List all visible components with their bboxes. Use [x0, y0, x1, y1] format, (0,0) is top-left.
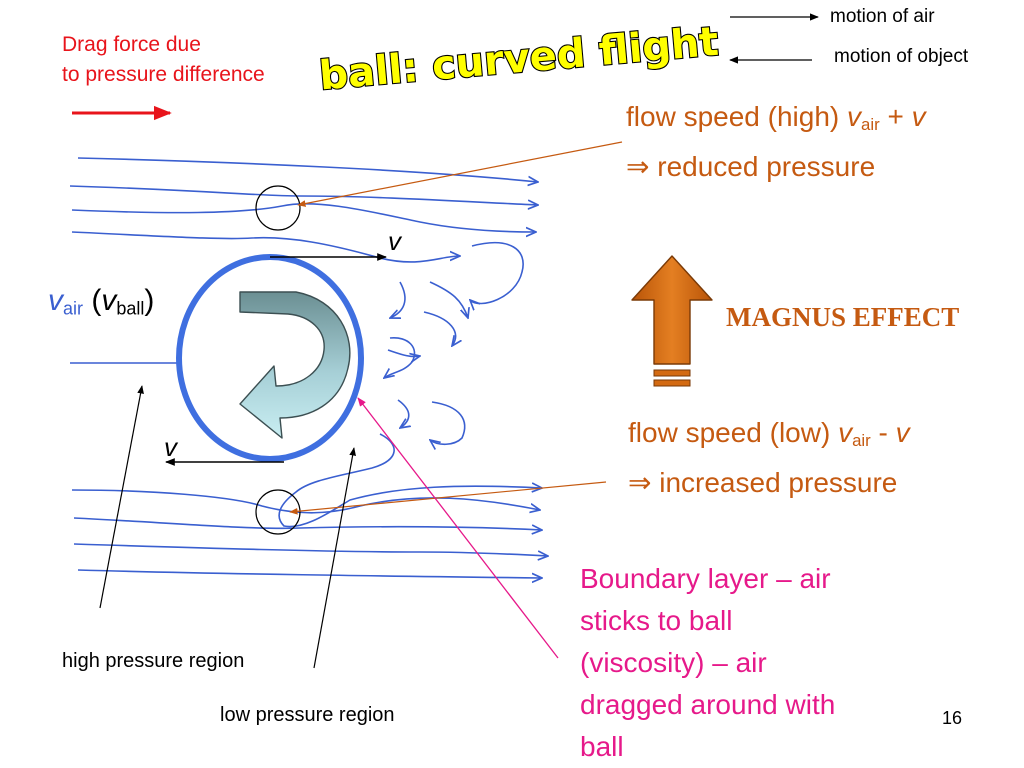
- magnus-effect-label: MAGNUS EFFECT: [726, 302, 960, 332]
- low-pressure-label: low pressure region: [220, 704, 395, 726]
- drag-force-line1: Drag force due: [62, 33, 201, 56]
- high-speed-region-circle: [255, 185, 301, 231]
- low-speed-region-circle: [255, 489, 301, 535]
- low-speed-line1: flow speed (low) vair - v: [628, 417, 910, 451]
- wake-swirl: [430, 401, 466, 444]
- high-pressure-label: high pressure region: [62, 650, 245, 672]
- low-pressure-pointer: [313, 447, 356, 669]
- boundary-line2: sticks to ball: [580, 605, 733, 636]
- flow-line: [77, 157, 538, 182]
- flow-line: [71, 489, 540, 514]
- legend-object-label: motion of object: [834, 46, 969, 67]
- flow-line: [71, 231, 460, 263]
- page-number: 16: [942, 708, 963, 728]
- wake-swirl: [390, 281, 406, 318]
- flow-lines-top: [69, 157, 538, 263]
- high-speed-line2: ⇒ reduced pressure: [626, 151, 876, 183]
- top-annotation-pointer: [297, 141, 623, 207]
- drag-force-line2: to pressure difference: [62, 63, 265, 86]
- boundary-layer-note: Boundary layer – air sticks to ball (vis…: [580, 558, 835, 768]
- wake-swirl: [423, 311, 456, 346]
- wake-swirls: [384, 241, 524, 445]
- title: ball: curved flight: [316, 18, 721, 101]
- high-pressure-pointer: [99, 385, 144, 609]
- wake-swirl: [384, 337, 416, 378]
- boundary-line4: dragged around with: [580, 689, 836, 720]
- legend-air-label: motion of air: [830, 6, 935, 27]
- high-speed-line1: flow speed (high) vair + v: [626, 101, 926, 135]
- title-text: ball: curved flight: [318, 19, 721, 100]
- up-arrow-icon: [631, 255, 713, 387]
- boundary-line1: Boundary layer – air: [580, 563, 831, 594]
- bottom-velocity-label: v: [164, 432, 177, 462]
- curved-spin-arrow-icon: [239, 291, 351, 439]
- wake-swirl: [387, 349, 420, 357]
- flow-line: [77, 569, 542, 578]
- ball-velocity-label: vair (vball): [48, 284, 155, 319]
- boundary-line5: ball: [580, 731, 624, 762]
- boundary-line3: (viscosity) – air: [580, 647, 767, 678]
- wake-swirl: [397, 399, 409, 428]
- flow-line: [73, 543, 548, 556]
- flow-line: [71, 203, 536, 232]
- wake-swirl: [429, 281, 468, 318]
- flow-line: [73, 517, 542, 530]
- low-speed-note: flow speed (low) vair - v ⇒ increased pr…: [628, 412, 910, 504]
- drag-force-label: Drag force due to pressure difference: [62, 30, 265, 90]
- flow-lines-bottom: [69, 362, 548, 578]
- high-speed-note: flow speed (high) vair + v ⇒ reduced pre…: [626, 96, 926, 188]
- wake-swirl: [470, 241, 524, 304]
- low-speed-line2: ⇒ increased pressure: [628, 467, 898, 499]
- flow-line: [278, 433, 542, 528]
- flow-line: [69, 185, 538, 205]
- boundary-pointer: [357, 397, 559, 659]
- top-velocity-label: v: [388, 226, 401, 256]
